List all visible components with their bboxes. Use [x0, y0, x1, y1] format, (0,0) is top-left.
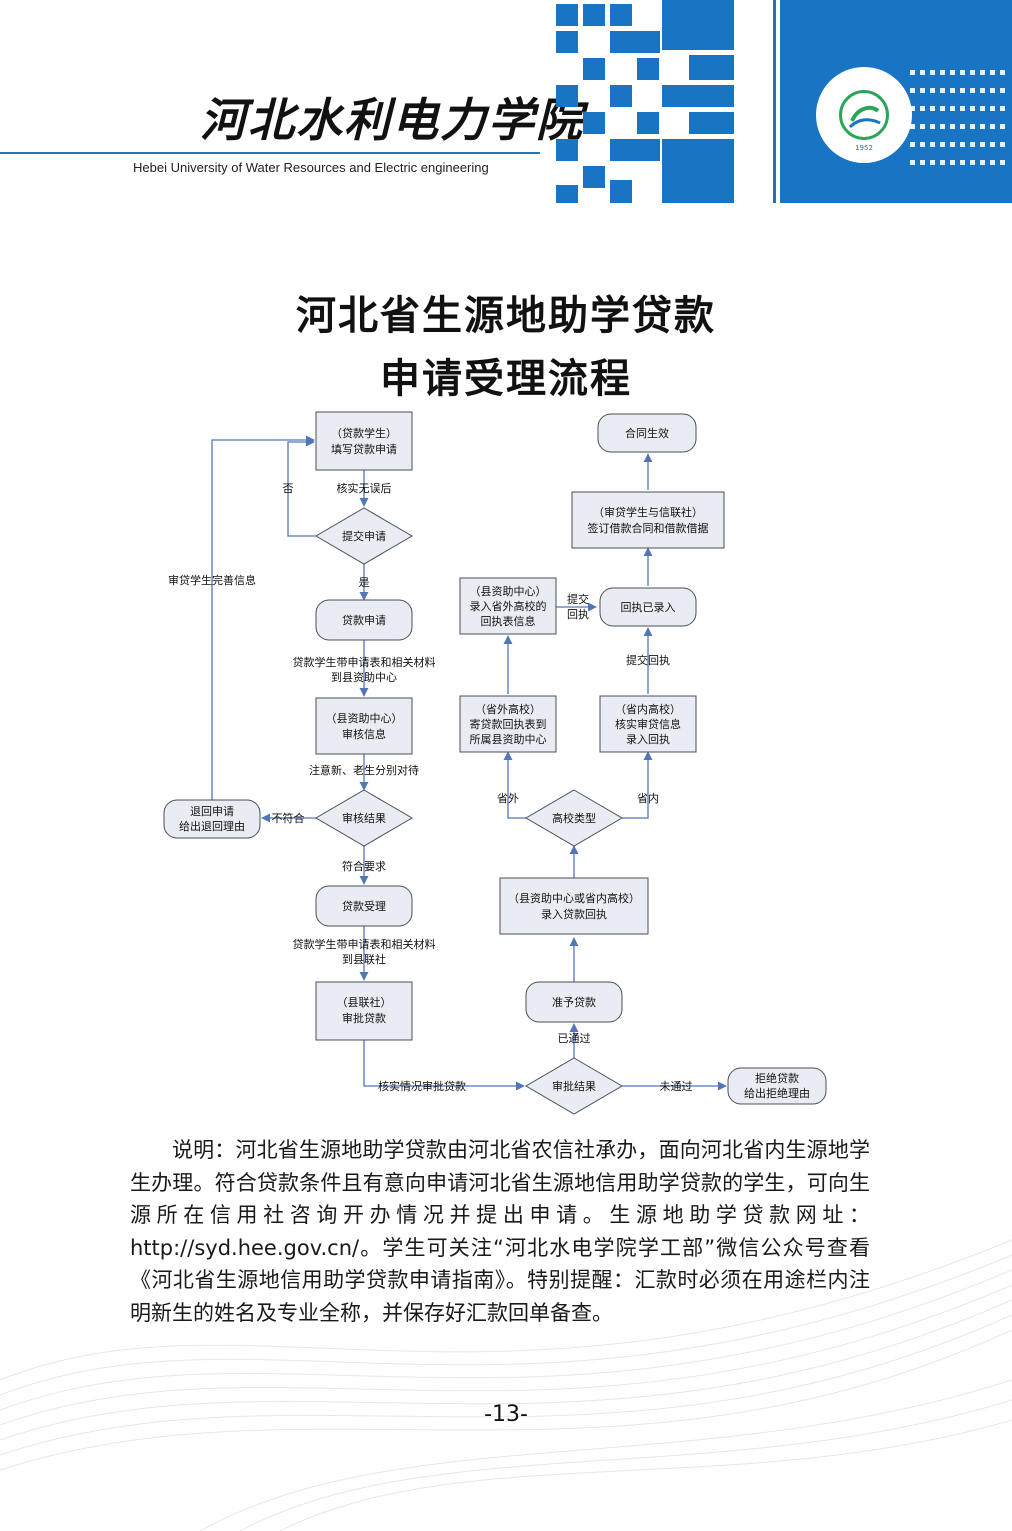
edge-label-verified: 核实无误后	[337, 481, 392, 495]
node-text: 给出拒绝理由	[744, 1086, 810, 1100]
edge-label-no: 否	[283, 482, 294, 495]
node-approval-result: 审批结果	[525, 1057, 623, 1115]
arrow-n13-n15	[622, 751, 653, 819]
node-text: 贷款受理	[342, 899, 386, 913]
emblem-year: 1952	[855, 144, 873, 152]
node-text: （县资助中心）	[326, 711, 403, 725]
node-text: 审核结果	[342, 811, 386, 825]
node-text: 填写贷款申请	[331, 442, 397, 456]
node-text: （县联社）	[337, 995, 392, 1009]
flow-connectors	[211, 435, 727, 1091]
node-text: （省外高校）	[475, 702, 541, 716]
node-text: （省内高校）	[615, 702, 681, 716]
node-text: 高校类型	[552, 811, 596, 825]
node-loan-application: 贷款申请	[315, 599, 413, 641]
node-sign-contract: （审贷学生与信联社） 签订借款合同和借款借据	[571, 491, 725, 549]
school-name-english: Hebei University of Water Resources and …	[133, 160, 489, 175]
node-school-type: 高校类型	[525, 789, 623, 847]
header-rule	[0, 152, 540, 154]
header-divider	[773, 0, 776, 203]
node-text: 提交申请	[342, 529, 386, 543]
edge-label-complete-info: 审贷学生完善信息	[168, 573, 256, 587]
node-text: （贷款学生）	[331, 426, 397, 440]
node-enter-receipt: （县资助中心或省内高校） 录入贷款回执	[499, 877, 649, 935]
node-text: 审批结果	[552, 1079, 596, 1093]
edge-label-approve-loan: 核实情况审批贷款	[378, 1079, 466, 1093]
edge-label-reject: 未通过	[660, 1080, 693, 1093]
node-grant-loan: 准予贷款	[525, 981, 623, 1023]
node-review-result: 审核结果	[315, 789, 413, 847]
node-text: 录入省外高校的	[470, 599, 547, 613]
node-text: 审核信息	[342, 727, 386, 741]
node-text: （审贷学生与信联社）	[593, 505, 703, 519]
edge-label-submit-receipt: 提交回执	[626, 653, 670, 667]
node-receipt-entered: 回执已录入	[599, 587, 697, 627]
node-inside-school: （省内高校） 核实审贷信息 录入回执	[599, 695, 697, 753]
edge-label-outside-province: 省外	[497, 792, 519, 805]
emblem-center	[839, 90, 889, 140]
node-text: 贷款申请	[342, 613, 386, 627]
node-text: （县资助中心）	[470, 584, 547, 598]
dot-grid	[910, 70, 1005, 165]
edge-label-pass: 符合要求	[342, 859, 386, 873]
node-text: 录入回执	[626, 732, 670, 746]
node-loan-accepted: 贷款受理	[315, 885, 413, 927]
node-county-enter-outside: （县资助中心） 录入省外高校的 回执表信息	[459, 577, 557, 635]
node-text: 所属县资助中心	[470, 732, 547, 746]
school-name-calligraphy: 河北水利电力学院	[200, 93, 584, 147]
arrow-n13-n14	[503, 751, 526, 819]
edge-label-bring-materials-2: 贷款学生带申请表和相关材料	[293, 937, 436, 951]
node-text: 合同生效	[625, 426, 669, 440]
edge-label-bring-materials-2: 到县联社	[342, 952, 386, 966]
node-fill-application: （贷款学生） 填写贷款申请	[315, 411, 413, 471]
node-text: 录入贷款回执	[541, 907, 607, 921]
node-text: 准予贷款	[552, 995, 596, 1009]
node-text: （县资助中心或省内高校）	[508, 891, 640, 905]
node-county-review: （县资助中心） 审核信息	[315, 697, 413, 755]
background-waves	[0, 1239, 1012, 1531]
page-title-line2: 申请受理流程	[380, 355, 632, 402]
edge-label-yes: 是	[359, 576, 370, 589]
page-number: -13-	[484, 1402, 528, 1427]
node-text: 拒绝贷款	[755, 1071, 799, 1085]
edge-label-bring-materials: 贷款学生带申请表和相关材料	[293, 655, 436, 669]
node-text: 核实审贷信息	[615, 717, 681, 731]
arrow-n6-n1	[211, 435, 315, 800]
edge-label-approved: 已通过	[558, 1032, 591, 1045]
node-reject-loan: 拒绝贷款 给出拒绝理由	[727, 1067, 827, 1105]
edge-label-inside-province: 省内	[637, 791, 659, 805]
node-text: 回执已录入	[621, 600, 676, 614]
edge-label-bring-materials: 到县资助中心	[331, 670, 397, 684]
node-county-coop-approval: （县联社） 审批贷款	[315, 981, 413, 1041]
node-outside-school: （省外高校） 寄贷款回执表到 所属县资助中心	[459, 695, 557, 753]
node-return-application: 退回申请 给出退回理由	[163, 799, 261, 839]
node-text: 寄贷款回执表到	[470, 717, 547, 731]
edge-label-fail: 不符合	[272, 811, 305, 825]
node-text: 退回申请	[190, 805, 234, 818]
edge-label-new-old: 注意新、老生分别对待	[309, 763, 419, 777]
node-submit-application: 提交申请	[315, 507, 413, 565]
node-text: 回执表信息	[481, 614, 536, 628]
node-contract-effective: 合同生效	[597, 413, 697, 453]
node-text: 给出退回理由	[179, 819, 245, 833]
node-text: 签订借款合同和借款借据	[588, 521, 709, 535]
description-paragraph: 说明：河北省生源地助学贷款由河北省农信社承办，面向河北省内生源地学生办理。符合贷…	[130, 1138, 870, 1325]
page-title-line1: 河北省生源地助学贷款	[296, 292, 716, 339]
edge-label-receipt: 回执	[567, 607, 589, 621]
node-text: 审批贷款	[342, 1011, 386, 1025]
arrow-n2-no	[287, 437, 316, 537]
edge-label-submit: 提交	[567, 592, 589, 606]
loan-process-flowchart: （贷款学生） 填写贷款申请 核实无误后 否 提交申请 是 贷款申请 贷款学生带申…	[163, 411, 827, 1115]
arrow-n8-n9	[363, 1040, 525, 1091]
